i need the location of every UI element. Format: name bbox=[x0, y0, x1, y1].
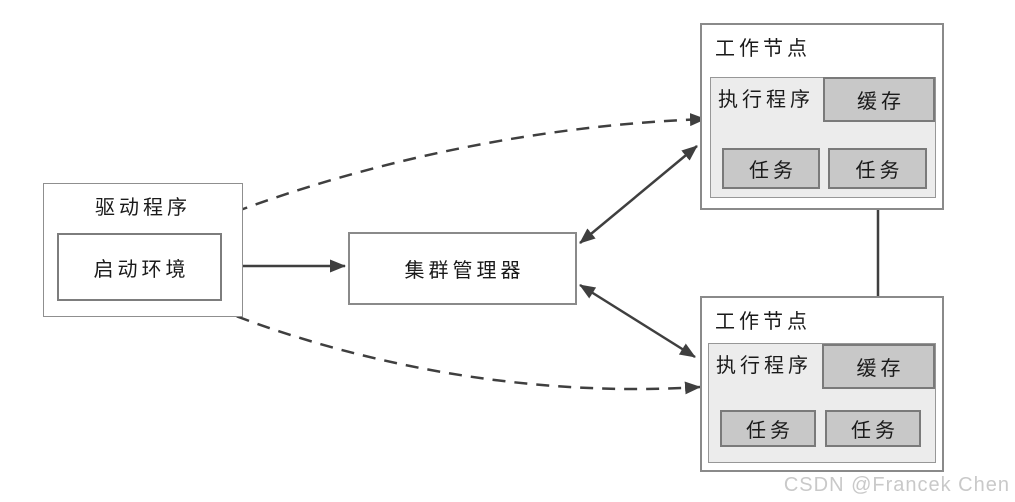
worker-node-top-box: 工作节点 执行程序 缓存 任务 任务 bbox=[700, 23, 944, 210]
spark-context-box: 启动环境 bbox=[57, 233, 222, 301]
cache-top-label: 缓存 bbox=[857, 91, 905, 113]
csdn-watermark: CSDN @Francek Chen bbox=[783, 474, 1010, 496]
executor-bottom-box: 执行程序 缓存 任务 任务 bbox=[708, 343, 936, 463]
spark-context-label: 启动环境 bbox=[93, 258, 190, 281]
driver-program-title: 驱动程序 bbox=[95, 197, 191, 219]
task-bottom-1-label: 任务 bbox=[746, 420, 794, 442]
executor-top-box: 执行程序 缓存 任务 任务 bbox=[710, 77, 936, 198]
worker-node-top-title: 工作节点 bbox=[715, 38, 811, 60]
task-bottom-2-box: 任务 bbox=[825, 410, 921, 447]
task-top-2-box: 任务 bbox=[828, 148, 927, 189]
worker-node-bottom-box: 工作节点 执行程序 缓存 任务 任务 bbox=[700, 296, 944, 472]
worker-node-bottom-title: 工作节点 bbox=[715, 311, 811, 333]
executor-bottom-label: 执行程序 bbox=[716, 355, 812, 377]
dashed-arrow-driver-worker-top bbox=[193, 113, 706, 230]
driver-program-box: 驱动程序 启动环境 bbox=[43, 183, 243, 317]
cluster-manager-box: 集群管理器 bbox=[348, 232, 577, 305]
cache-bottom-box: 缓存 bbox=[822, 344, 935, 389]
task-top-1-box: 任务 bbox=[722, 148, 820, 189]
cluster-manager-label: 集群管理器 bbox=[404, 260, 525, 282]
dashed-arrow-driver-worker-bottom bbox=[195, 298, 701, 395]
task-top-1-label: 任务 bbox=[749, 160, 797, 182]
solid-arrow-cluster-worker-bottom bbox=[579, 283, 696, 359]
cache-bottom-label: 缓存 bbox=[856, 358, 905, 380]
task-bottom-1-box: 任务 bbox=[720, 410, 816, 447]
cache-top-box: 缓存 bbox=[823, 77, 935, 122]
task-top-2-label: 任务 bbox=[855, 160, 904, 182]
solid-arrow-cluster-worker-top bbox=[579, 145, 698, 244]
executor-top-label: 执行程序 bbox=[718, 89, 814, 111]
task-bottom-2-label: 任务 bbox=[851, 420, 899, 442]
